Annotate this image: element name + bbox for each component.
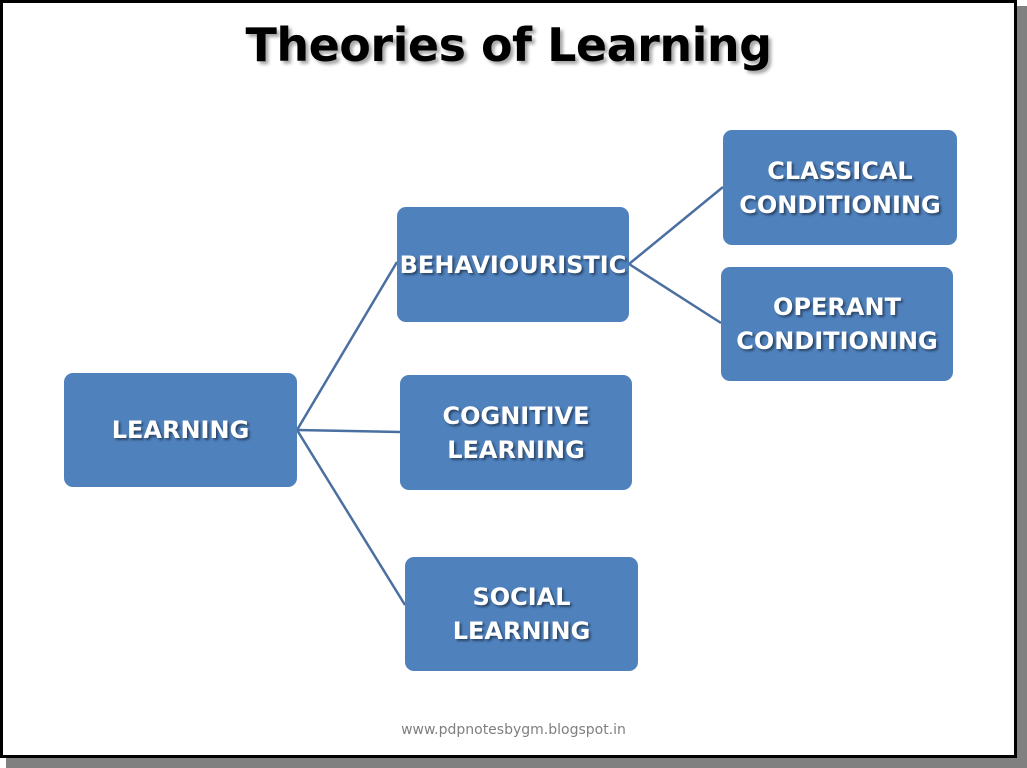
node-operant-conditioning: OPERANT CONDITIONING — [721, 267, 953, 381]
node-social-learning: SOCIAL LEARNING — [405, 557, 638, 671]
connector-behaviouristic-classical — [628, 186, 724, 265]
diagram-title: Theories of Learning — [245, 18, 772, 72]
node-cognitive-learning: COGNITIVE LEARNING — [400, 375, 632, 490]
node-behaviouristic-line-1: BEHAVIOURISTIC — [399, 250, 627, 279]
slide-shadow-right — [1017, 6, 1027, 768]
connector-learning-cognitive — [296, 428, 401, 434]
slide-shadow-bottom — [6, 758, 1027, 768]
node-learning-line-1: LEARNING — [111, 416, 250, 444]
node-classical-line-1: CLASSICAL — [767, 156, 913, 185]
node-social-line-1: SOCIAL — [472, 583, 571, 611]
node-classical-conditioning: CLASSICAL CONDITIONING — [723, 130, 957, 245]
footer-url: www.pdpnotesbygm.blogspot.in — [401, 722, 626, 738]
node-learning: LEARNING — [64, 373, 297, 487]
connector-behaviouristic-operant — [628, 262, 722, 325]
node-operant-line-1: OPERANT — [773, 293, 901, 321]
node-cognitive-line-2: LEARNING — [447, 435, 585, 464]
connector-learning-behaviouristic — [295, 261, 399, 431]
connector-learning-social — [295, 429, 407, 606]
node-social-line-2: LEARNING — [452, 617, 591, 645]
connectors — [295, 186, 724, 606]
node-operant-line-2: CONDITIONING — [736, 327, 938, 355]
node-classical-line-2: CONDITIONING — [739, 190, 941, 219]
node-behaviouristic: BEHAVIOURISTIC — [397, 207, 629, 322]
node-cognitive-line-1: COGNITIVE — [442, 401, 590, 430]
